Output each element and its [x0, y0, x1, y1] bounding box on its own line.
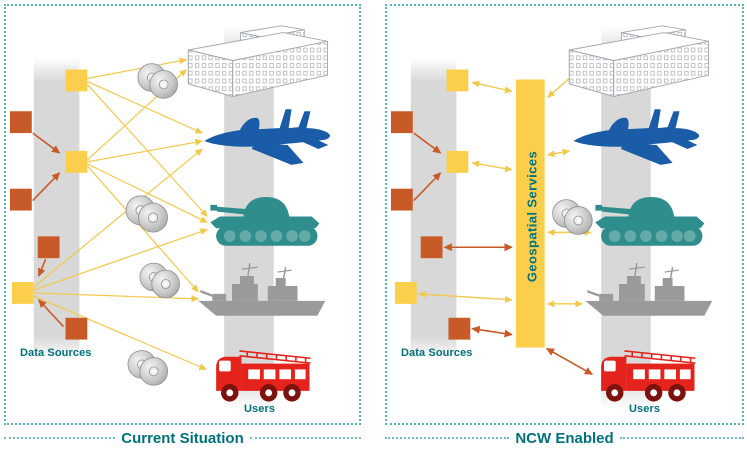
headquarters-building-icon	[187, 25, 328, 97]
orange-data-source-square	[390, 188, 413, 211]
geospatial-services-label: Geospatial Services	[524, 150, 540, 283]
orange-data-source-square	[9, 188, 32, 211]
yellow-data-source-square	[65, 69, 88, 92]
dotted-leader	[619, 437, 744, 439]
data-source-squares	[9, 69, 88, 340]
caption-row: Current Situation NCW Enabled	[0, 427, 747, 449]
caption-text-ncw: NCW Enabled	[515, 429, 614, 447]
data-sources-label: Data Sources	[20, 347, 92, 359]
cd-stack-icon	[137, 63, 179, 99]
orange-data-source-square	[9, 111, 32, 134]
data-source-squares	[390, 69, 471, 340]
cd-stack-icon	[139, 262, 181, 299]
cd-stack-icon	[125, 195, 169, 233]
data-sources-band	[410, 57, 457, 361]
orange-data-source-square	[65, 317, 88, 340]
yellow-data-source-square	[446, 69, 469, 92]
dotted-leader	[4, 437, 116, 439]
caption-ncw-enabled: NCW Enabled	[385, 427, 744, 449]
dotted-leader	[249, 437, 361, 439]
orange-data-source-square	[420, 236, 443, 259]
panel-ncw-enabled: Geospatial Services Data Sources Users	[385, 4, 744, 425]
orange-data-source-square	[37, 236, 60, 259]
fire-truck-icon	[600, 350, 697, 403]
cd-stack-icon	[552, 199, 593, 235]
panel-current-situation: Data Sources Users	[4, 4, 361, 425]
caption-text-current: Current Situation	[121, 429, 244, 447]
data-sources-band	[33, 57, 80, 361]
yellow-data-source-square	[446, 150, 469, 173]
point-to-point-links	[33, 57, 208, 370]
yellow-data-source-square	[65, 150, 88, 173]
yellow-data-source-square	[11, 282, 34, 304]
dotted-leader	[385, 437, 510, 439]
headquarters-building-icon	[568, 25, 709, 97]
geospatial-services-hub-bar	[515, 79, 545, 348]
users-label: Users	[629, 403, 661, 415]
users-label: Users	[244, 403, 276, 415]
caption-current-situation: Current Situation	[4, 427, 361, 449]
fire-truck-icon	[215, 350, 312, 403]
data-sources-label: Data Sources	[401, 347, 473, 359]
orange-data-source-square	[390, 111, 413, 134]
cd-stack-icon	[127, 350, 169, 386]
ncw-enabled-canvas	[390, 25, 714, 410]
yellow-data-source-square	[394, 282, 417, 304]
source-aggregation-arrows	[32, 132, 65, 328]
orange-data-source-square	[448, 317, 471, 340]
current-situation-canvas	[9, 25, 330, 410]
hub-links-orange	[413, 132, 594, 376]
